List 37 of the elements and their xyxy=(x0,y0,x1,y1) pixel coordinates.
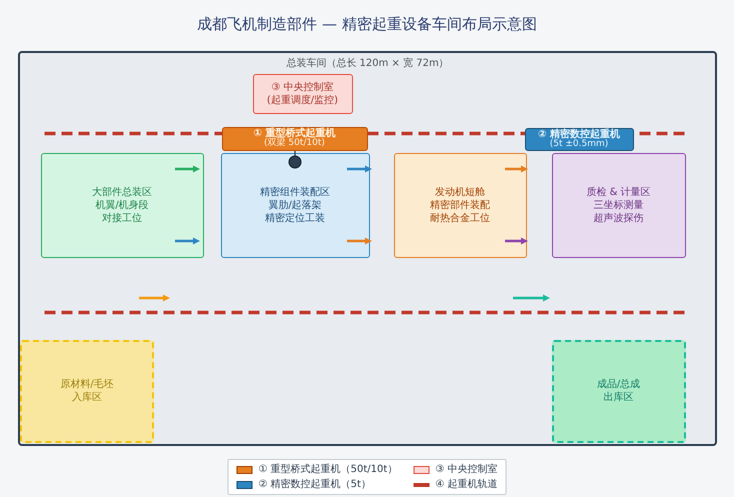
zone-detail: 对接工位 xyxy=(102,212,142,224)
legend-label: ① 重型桥式起重机（50t/10t） xyxy=(258,463,398,476)
zone-detail: 耐热合金工位 xyxy=(430,212,490,224)
workshop-hall xyxy=(18,51,717,446)
work-zone xyxy=(40,152,204,258)
legend-label: ④ 起重机轨道 xyxy=(435,478,498,491)
zone-detail: 三坐标测量 xyxy=(594,198,644,212)
crane-name: ② 精密数控起重机 xyxy=(538,128,620,140)
work-zone xyxy=(394,152,526,258)
zone-detail: 翼肋/起落架 xyxy=(268,198,322,212)
zone-name: 大部件总装区 xyxy=(92,186,152,198)
legend-label: ② 精密数控起重机（5t） xyxy=(258,478,371,491)
storage-detail: 出库区 xyxy=(604,391,634,404)
work-zone xyxy=(220,152,370,258)
work-zone xyxy=(552,152,686,258)
zone-name: 精密组件装配区 xyxy=(260,186,330,198)
zone-name: 质检 & 计量区 xyxy=(586,186,651,198)
diagram-title: 成都飞机制造部件 — 精密起重设备车间布局示意图 xyxy=(197,15,537,34)
zone-detail: 超声波探伤 xyxy=(594,212,644,224)
zone-detail: 精密定位工装 xyxy=(265,212,325,224)
storage-detail: 入库区 xyxy=(72,391,102,404)
storage-name: 原材料/毛坯 xyxy=(60,378,114,392)
crane-spec: (5t ±0.5mm) xyxy=(550,140,608,150)
hall-label: 总装车间（总长 120m × 宽 72m） xyxy=(286,56,449,70)
crane-tag xyxy=(524,128,634,150)
zone-detail: 机翼/机身段 xyxy=(95,198,149,212)
room-function: (起重调度/监控) xyxy=(266,94,338,106)
zone-detail: 精密部件装配 xyxy=(430,198,490,212)
control-room xyxy=(252,74,352,114)
legend-label: ③ 中央控制室 xyxy=(435,463,498,476)
storage-name: 成品/总成 xyxy=(596,378,640,392)
crane-tag xyxy=(222,126,368,150)
storage-area xyxy=(552,340,686,443)
crane-spec: (双梁 50t/10t) xyxy=(264,139,325,149)
storage-area xyxy=(20,340,154,443)
room-name: ③ 中央控制室 xyxy=(271,80,334,94)
zone-name: 发动机短舱 xyxy=(435,186,485,198)
